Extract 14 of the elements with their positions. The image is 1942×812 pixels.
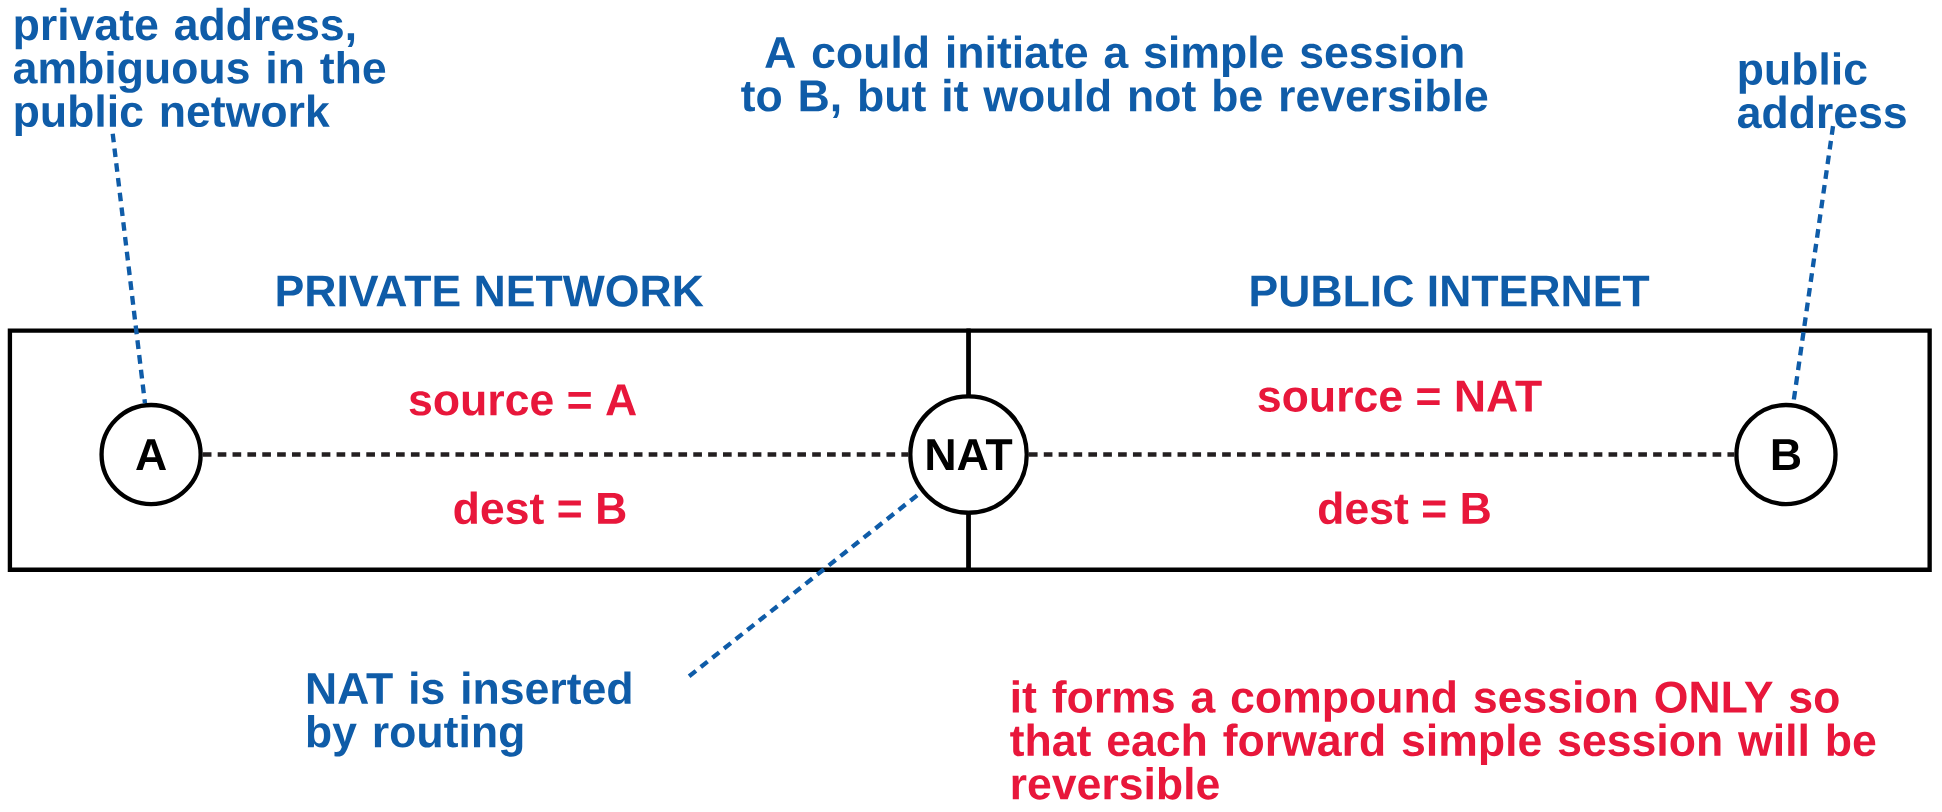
- packet-field-label: source = A: [409, 384, 637, 416]
- packet-field-label: dest = B: [454, 491, 626, 524]
- note-text: A could initiate a simple session to B, but it would not be reversible: [741, 35, 1488, 118]
- packet-field-label: source = NAT: [1258, 380, 1542, 412]
- connection-line: [202, 452, 909, 457]
- annotation-text: NAT is inserted by routing: [307, 671, 631, 757]
- annotation-text: public address: [1738, 52, 1906, 129]
- node-label: PRIVATE NETWORK: [277, 275, 704, 307]
- packet-field-label: dest = B: [1319, 491, 1490, 524]
- node-label: PUBLIC INTERNET: [1251, 275, 1650, 307]
- annotation-text: private address, ambiguous in the public network: [13, 7, 386, 136]
- leader-line: [110, 133, 148, 404]
- note-text: it forms a compound session ONLY so that each forward simple session will be reversible: [1010, 680, 1876, 800]
- connection-line: [1028, 452, 1735, 457]
